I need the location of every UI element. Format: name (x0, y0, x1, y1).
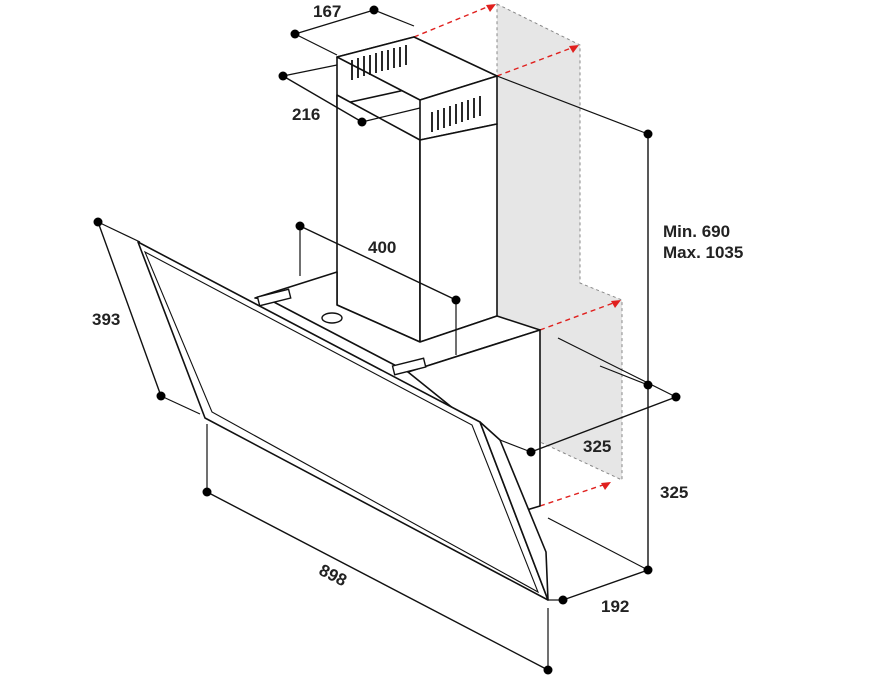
base-height-label: 325 (660, 483, 688, 502)
chimney-depth-label: 216 (292, 105, 320, 124)
wall-reference-arrows (413, 4, 621, 507)
height-max-label: Max. 1035 (663, 243, 743, 262)
chimney-width-label: 167 (313, 2, 341, 21)
wall-silhouette (496, 3, 623, 481)
base-depth-label: 192 (601, 597, 629, 616)
dimension-dots (93, 5, 681, 675)
wall-depth-label: 325 (583, 437, 611, 456)
hood-height-label: 393 (92, 310, 120, 329)
chimney-body-label: 400 (368, 238, 396, 257)
height-min-label: Min. 690 (663, 222, 730, 241)
glass-panel (137, 241, 549, 601)
hood-width-label: 898 (316, 560, 350, 590)
chimney (336, 36, 498, 343)
